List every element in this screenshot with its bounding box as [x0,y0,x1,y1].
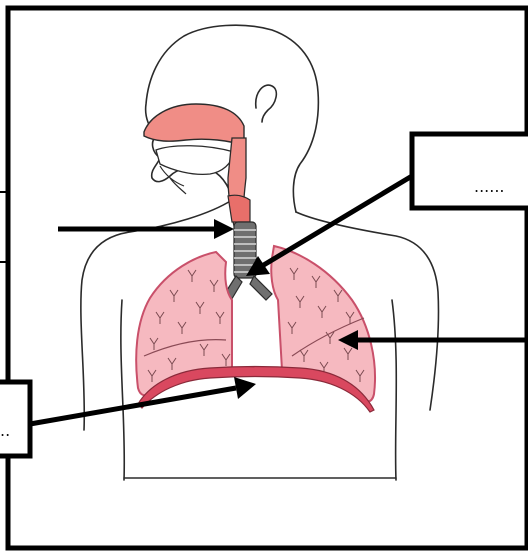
nasal-cavity [144,104,244,146]
arrow-to-pharynx [58,219,234,239]
torso-right-side [392,300,396,480]
torso-left-side [121,300,124,480]
upper-airway [144,104,250,226]
label-top-right-text: ...... [474,177,505,196]
label-box-top-right: ...... [412,134,528,208]
larynx [228,195,250,222]
arrow-to-trachea [246,176,412,276]
ear-outline [256,85,277,122]
label-bottom-left-text: .. [0,421,10,440]
outer-frame [8,8,527,548]
oral-cavity [156,146,234,175]
body-outline [81,25,439,480]
right-bronchus [250,276,272,300]
label-box-bottom-left: .. [0,382,30,456]
